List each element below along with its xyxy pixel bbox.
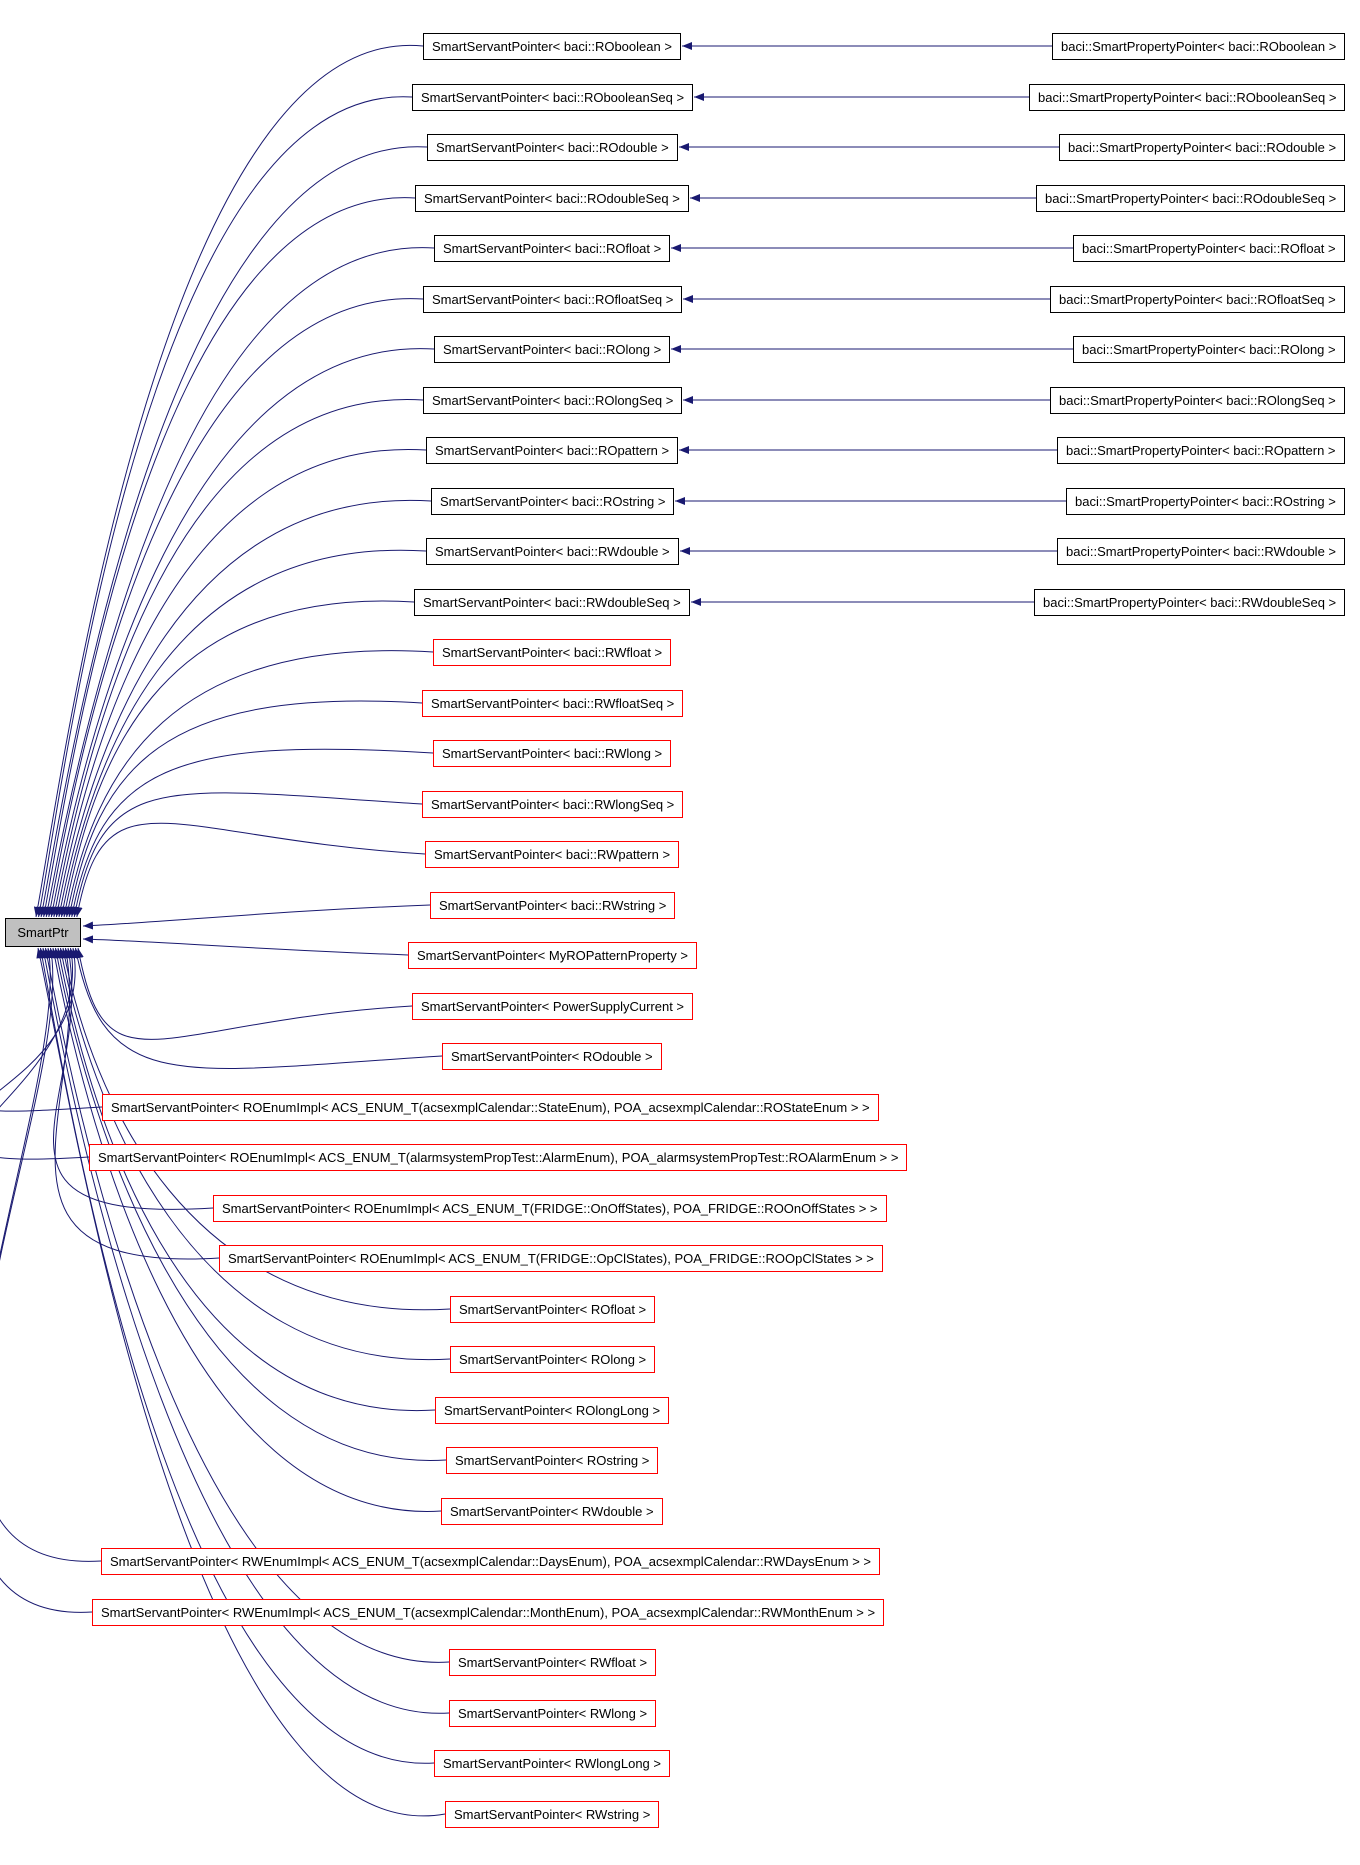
derived-class-node[interactable]: SmartServantPointer< RWstring > — [445, 1801, 660, 1828]
derived-class-node[interactable]: SmartServantPointer< ROEnumImpl< ACS_ENU… — [102, 1094, 879, 1121]
derived-class-node[interactable]: SmartServantPointer< RWfloat > — [449, 1649, 657, 1676]
property-pointer-node[interactable]: baci::SmartPropertyPointer< baci::ROlong… — [1050, 387, 1345, 414]
property-pointer-node[interactable]: baci::SmartPropertyPointer< baci::RWdoub… — [1057, 538, 1346, 565]
property-pointer-node[interactable]: baci::SmartPropertyPointer< baci::ROstri… — [1066, 488, 1345, 515]
derived-class-node[interactable]: SmartServantPointer< baci::RWfloat > — [433, 639, 672, 666]
property-pointer-node[interactable]: baci::SmartPropertyPointer< baci::RWdoub… — [1034, 589, 1346, 616]
derived-class-node[interactable]: SmartServantPointer< RWEnumImpl< ACS_ENU… — [92, 1599, 885, 1626]
base-class-node: SmartPtr — [5, 918, 81, 947]
derived-class-node[interactable]: SmartServantPointer< ROlongLong > — [435, 1397, 670, 1424]
derived-class-node[interactable]: SmartServantPointer< baci::ROdoubleSeq > — [415, 185, 689, 212]
derived-class-node[interactable]: SmartServantPointer< MyROPatternProperty… — [408, 942, 697, 969]
derived-class-node[interactable]: SmartServantPointer< baci::RWpattern > — [425, 841, 680, 868]
derived-class-node[interactable]: SmartServantPointer< baci::RWlongSeq > — [422, 791, 684, 818]
derived-class-node[interactable]: SmartServantPointer< baci::ROboolean > — [423, 33, 681, 60]
property-pointer-node[interactable]: baci::SmartPropertyPointer< baci::RObool… — [1029, 84, 1346, 111]
derived-class-node[interactable]: SmartServantPointer< baci::RWdouble > — [426, 538, 679, 565]
derived-class-node[interactable]: SmartServantPointer< RWlong > — [449, 1700, 657, 1727]
derived-class-node[interactable]: SmartServantPointer< baci::ROpattern > — [426, 437, 679, 464]
property-pointer-node[interactable]: baci::SmartPropertyPointer< baci::ROpatt… — [1057, 437, 1345, 464]
derived-class-node[interactable]: SmartServantPointer< baci::ROlongSeq > — [423, 387, 683, 414]
derived-class-node[interactable]: SmartServantPointer< baci::ROfloat > — [434, 235, 671, 262]
derived-class-node[interactable]: SmartServantPointer< baci::RWdoubleSeq > — [414, 589, 690, 616]
derived-class-node[interactable]: SmartServantPointer< RWlongLong > — [434, 1750, 670, 1777]
derived-class-node[interactable]: SmartServantPointer< RWdouble > — [441, 1498, 663, 1525]
derived-class-node[interactable]: SmartServantPointer< baci::ROdouble > — [427, 134, 678, 161]
derived-class-node[interactable]: SmartServantPointer< RWEnumImpl< ACS_ENU… — [101, 1548, 881, 1575]
derived-class-node[interactable]: SmartServantPointer< ROEnumImpl< ACS_ENU… — [219, 1245, 883, 1272]
derived-class-node[interactable]: SmartServantPointer< ROfloat > — [450, 1296, 656, 1323]
derived-class-node[interactable]: SmartServantPointer< baci::ROlong > — [434, 336, 671, 363]
derived-class-node[interactable]: SmartServantPointer< baci::ROstring > — [431, 488, 675, 515]
property-pointer-node[interactable]: baci::SmartPropertyPointer< baci::ROdoub… — [1059, 134, 1346, 161]
derived-class-node[interactable]: SmartServantPointer< ROstring > — [446, 1447, 659, 1474]
derived-class-node[interactable]: SmartServantPointer< ROEnumImpl< ACS_ENU… — [89, 1144, 908, 1171]
derived-class-node[interactable]: SmartServantPointer< baci::ROfloatSeq > — [423, 286, 683, 313]
derived-class-node[interactable]: SmartServantPointer< baci::RObooleanSeq … — [412, 84, 694, 111]
derived-class-node[interactable]: SmartServantPointer< baci::RWlong > — [433, 740, 672, 767]
property-pointer-node[interactable]: baci::SmartPropertyPointer< baci::ROdoub… — [1036, 185, 1346, 212]
derived-class-node[interactable]: SmartServantPointer< ROdouble > — [442, 1043, 662, 1070]
derived-class-node[interactable]: SmartServantPointer< baci::RWfloatSeq > — [422, 690, 684, 717]
derived-class-node[interactable]: SmartServantPointer< baci::RWstring > — [430, 892, 676, 919]
derived-class-node[interactable]: SmartServantPointer< PowerSupplyCurrent … — [412, 993, 694, 1020]
derived-class-node[interactable]: SmartServantPointer< ROEnumImpl< ACS_ENU… — [213, 1195, 887, 1222]
property-pointer-node[interactable]: baci::SmartPropertyPointer< baci::ROlong… — [1073, 336, 1345, 363]
property-pointer-node[interactable]: baci::SmartPropertyPointer< baci::ROfloa… — [1073, 235, 1345, 262]
derived-class-node[interactable]: SmartServantPointer< ROlong > — [450, 1346, 656, 1373]
property-pointer-node[interactable]: baci::SmartPropertyPointer< baci::RObool… — [1052, 33, 1346, 60]
property-pointer-node[interactable]: baci::SmartPropertyPointer< baci::ROfloa… — [1050, 286, 1345, 313]
